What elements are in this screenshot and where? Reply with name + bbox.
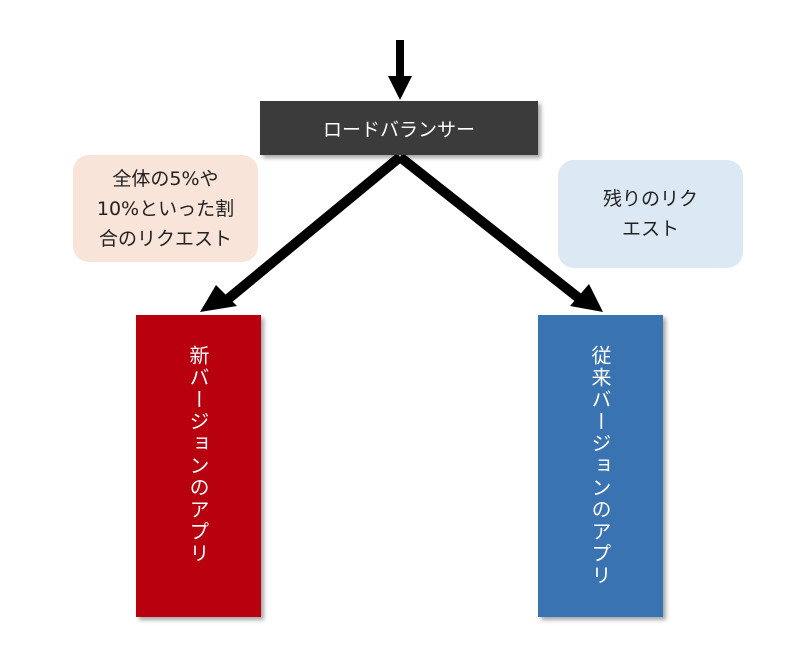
note-line: エスト xyxy=(621,218,679,240)
load-balancer-label: ロードバランサー xyxy=(322,118,475,141)
incoming-arrow xyxy=(388,40,412,100)
old-app-label: 従来バージョンのアプリ xyxy=(588,345,612,587)
canary-traffic-note: 全体の5%や 10%といった割 合のリクエスト xyxy=(73,155,258,262)
load-balancer-box: ロードバランサー xyxy=(260,101,538,155)
arrow-to-old-app xyxy=(396,153,603,312)
note-line: 合のリクエスト xyxy=(98,227,232,250)
note-line: 残りのリク xyxy=(602,188,698,210)
old-version-app-box: 従来バージョンのアプリ xyxy=(538,315,663,617)
note-line: 全体の5%や xyxy=(112,167,219,190)
new-app-label: 新バージョンのアプリ xyxy=(186,345,210,565)
note-line: 10%といった割 xyxy=(96,197,235,220)
remaining-traffic-note: 残りのリク エスト xyxy=(558,160,743,268)
arrow-to-new-app xyxy=(200,153,404,312)
new-version-app-box: 新バージョンのアプリ xyxy=(136,315,261,617)
